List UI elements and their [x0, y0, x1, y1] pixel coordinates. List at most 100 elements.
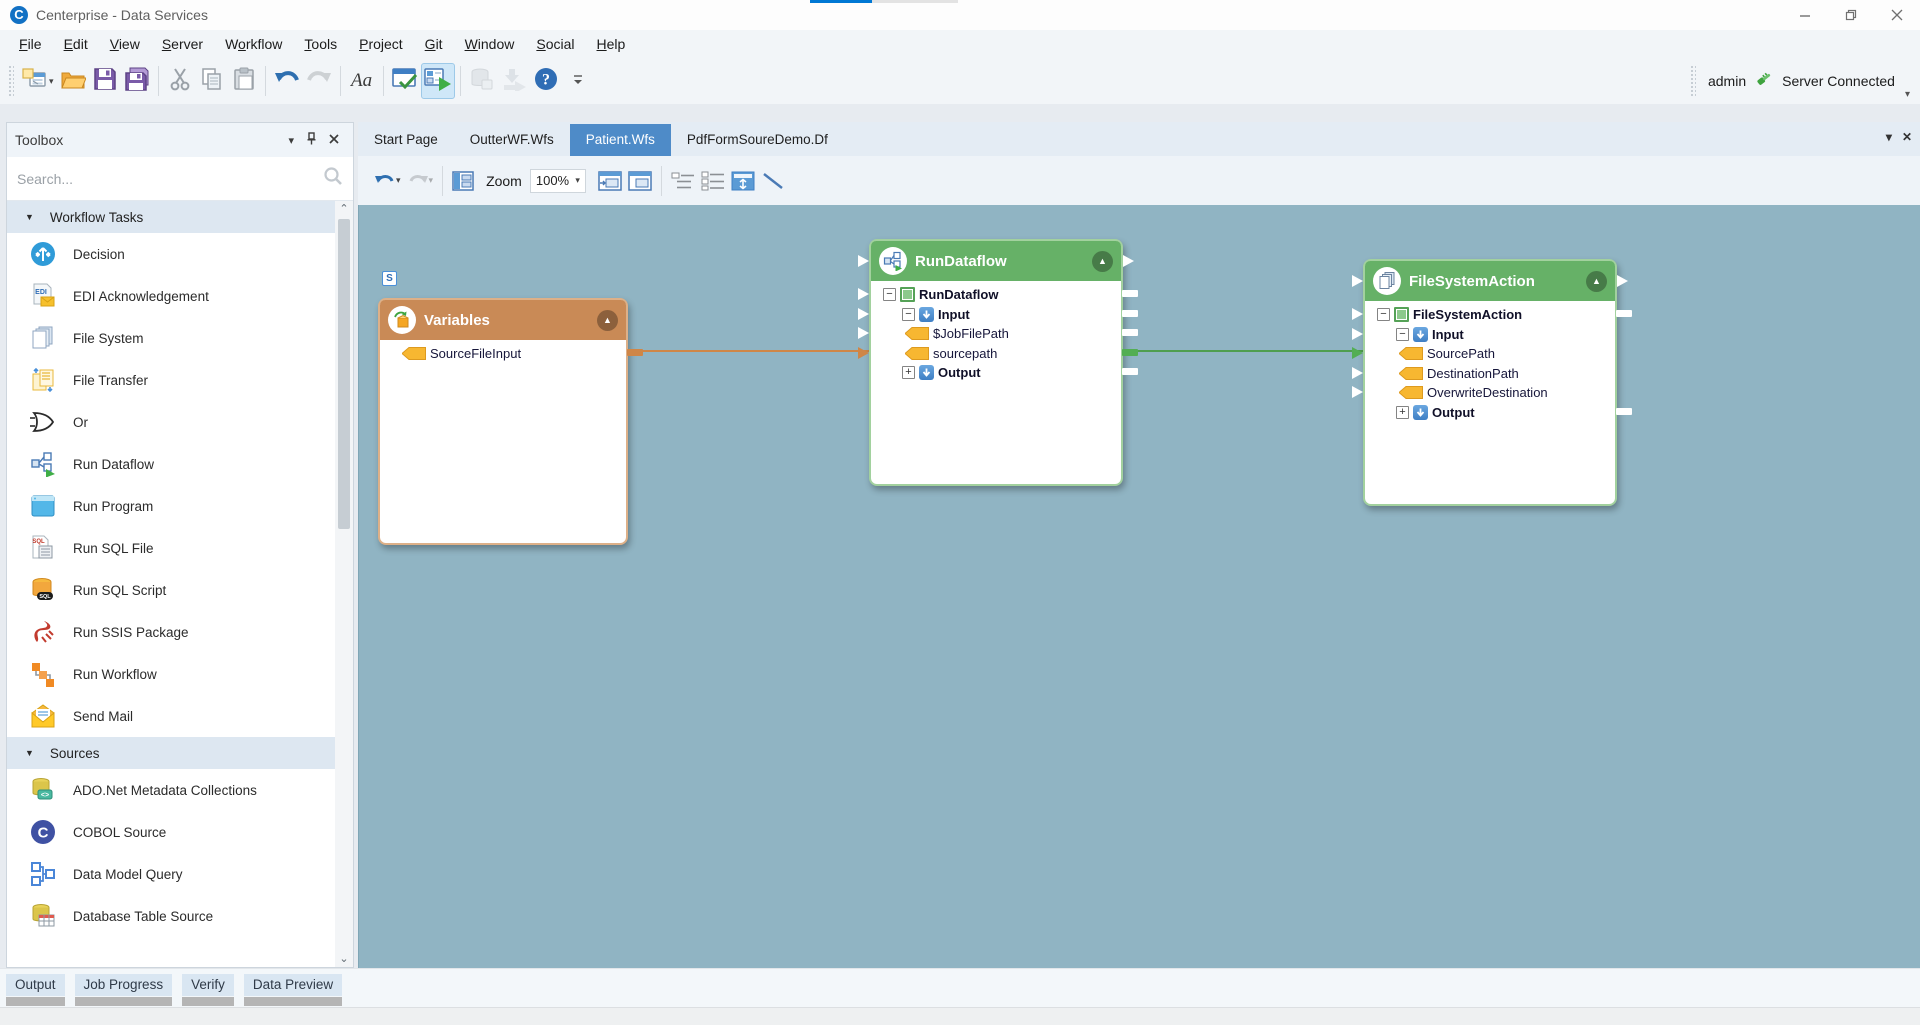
rundataflow-node[interactable]: RunDataflow▲ −RunDataflow−Input$JobFilePa… [869, 239, 1123, 486]
tool-item-run-ssis-package[interactable]: Run SSIS Package [7, 611, 335, 653]
deploy-button[interactable] [498, 63, 530, 99]
close-button[interactable] [1874, 0, 1920, 30]
output-port-green[interactable] [1122, 349, 1138, 356]
menu-tools[interactable]: Tools [293, 32, 348, 56]
tool-item-run-program[interactable]: Run Program [7, 485, 335, 527]
cut-button[interactable] [164, 63, 196, 99]
toolbox-scrollbar[interactable]: ⌃ ⌄ [335, 201, 353, 967]
minimize-button[interactable] [1782, 0, 1828, 30]
toolbar-overflow-button[interactable] [562, 63, 594, 99]
copy-button[interactable] [196, 63, 228, 99]
menu-file[interactable]: File [8, 32, 53, 56]
toolbox-close-icon[interactable] [323, 134, 345, 147]
input-port-white[interactable] [1352, 386, 1363, 398]
collapse-node-icon[interactable]: ▲ [597, 310, 618, 331]
menu-edit[interactable]: Edit [53, 32, 99, 56]
tool-item-run-workflow[interactable]: Run Workflow [7, 653, 335, 695]
tool-item-decision[interactable]: Decision [7, 233, 335, 275]
zoom-select[interactable]: 100% ▾ [530, 169, 586, 193]
output-port-white[interactable] [1122, 290, 1138, 297]
input-port-white[interactable] [1352, 328, 1363, 340]
input-port-white[interactable] [858, 327, 869, 339]
font-button[interactable]: Aa [346, 63, 378, 99]
toolbox-section-sources[interactable]: ▼Sources [7, 737, 335, 769]
bottom-tab-job-progress[interactable]: Job Progress [75, 974, 173, 1006]
menu-social[interactable]: Social [525, 32, 585, 56]
tool-item-cobol-source[interactable]: CCOBOL Source [7, 811, 335, 853]
toolbox-pin-icon[interactable] [300, 132, 323, 148]
collapse-icon[interactable]: − [1377, 308, 1390, 321]
search-input[interactable] [17, 171, 323, 187]
tree-row-rundataflow[interactable]: −RunDataflow [883, 285, 998, 304]
new-button[interactable]: ▾ [18, 63, 57, 99]
collapse-icon[interactable]: − [883, 288, 896, 301]
collapse-all-nodes-button[interactable] [669, 165, 697, 197]
collapse-icon[interactable]: − [1396, 328, 1409, 341]
expand-document-button[interactable] [596, 165, 624, 197]
database-button[interactable] [466, 63, 498, 99]
tool-item-file-system[interactable]: File System [7, 317, 335, 359]
menu-workflow[interactable]: Workflow [214, 32, 293, 56]
tool-item-ado-net-metadata-collections[interactable]: <>ADO.Net Metadata Collections [7, 769, 335, 811]
undo-button[interactable] [271, 63, 303, 99]
tree-row-filesystemaction[interactable]: −FileSystemAction [1377, 305, 1522, 324]
bottom-tab-verify[interactable]: Verify [182, 974, 234, 1006]
tool-item-run-sql-file[interactable]: SQLRun SQL File [7, 527, 335, 569]
tree-row-input[interactable]: −Input [902, 305, 970, 324]
node-header[interactable]: RunDataflow▲ [871, 241, 1121, 281]
toolbox-dropdown-icon[interactable]: ▾ [282, 134, 300, 147]
collapse-icon[interactable]: − [902, 308, 915, 321]
tool-item-data-model-query[interactable]: Data Model Query [7, 853, 335, 895]
tool-item-file-transfer[interactable]: File Transfer [7, 359, 335, 401]
input-port-white[interactable] [1352, 308, 1363, 320]
connection-line-0[interactable] [628, 350, 875, 352]
output-port-white[interactable] [1616, 408, 1632, 415]
tool-item-run-sql-script[interactable]: SQLRun SQL Script [7, 569, 335, 611]
scroll-up-icon[interactable]: ⌃ [339, 201, 348, 217]
tree-row-overwritedestination[interactable]: OverwriteDestination [1399, 383, 1548, 402]
collapse-node-icon[interactable]: ▲ [1586, 271, 1607, 292]
tree-row-jobfilepath[interactable]: $JobFilePath [905, 324, 1009, 343]
menu-help[interactable]: Help [586, 32, 637, 56]
expand-icon[interactable]: + [1396, 406, 1409, 419]
collapse-document-button[interactable] [626, 165, 654, 197]
doc-tab-start-page[interactable]: Start Page [358, 124, 454, 156]
scrollbar-thumb[interactable] [338, 219, 350, 529]
verify-button[interactable] [389, 63, 421, 99]
menu-git[interactable]: Git [414, 32, 454, 56]
header-port-left[interactable] [1352, 275, 1363, 287]
input-port-white[interactable] [858, 308, 869, 320]
tree-row-sourcefileinput[interactable]: SourceFileInput [402, 344, 521, 363]
menu-window[interactable]: Window [454, 32, 526, 56]
scroll-down-icon[interactable]: ⌄ [339, 951, 348, 967]
redo-button[interactable] [303, 63, 335, 99]
tool-item-or[interactable]: Or [7, 401, 335, 443]
help-button[interactable]: ? [530, 63, 562, 99]
toggle-node-headers-button[interactable] [729, 165, 757, 197]
toolbox-section-workflow-tasks[interactable]: ▼Workflow Tasks [7, 201, 335, 233]
restore-button[interactable] [1828, 0, 1874, 30]
node-header[interactable]: FileSystemAction▲ [1365, 261, 1615, 301]
dropdown-caret-icon[interactable]: ▾ [49, 76, 54, 87]
header-port-left[interactable] [858, 255, 869, 267]
output-port-white[interactable] [1122, 310, 1138, 317]
tab-list-dropdown-icon[interactable]: ▾ [1886, 130, 1892, 144]
connection-line-1[interactable] [1121, 350, 1371, 352]
tool-item-database-table-source[interactable]: Database Table Source [7, 895, 335, 937]
output-port-white[interactable] [1122, 368, 1138, 375]
expand-all-nodes-button[interactable] [699, 165, 727, 197]
tree-row-sourcepath[interactable]: sourcepath [905, 344, 997, 363]
variables-node[interactable]: Variables▲ SourceFileInput [378, 298, 628, 545]
canvas-undo-button[interactable]: ▾ [372, 165, 403, 197]
menu-view[interactable]: View [99, 32, 151, 56]
node-header[interactable]: Variables▲ [380, 300, 626, 340]
expand-icon[interactable]: + [902, 366, 915, 379]
input-port-white[interactable] [858, 288, 869, 300]
filesystemaction-node[interactable]: FileSystemAction▲−FileSystemAction−Input… [1363, 259, 1617, 506]
menu-project[interactable]: Project [348, 32, 414, 56]
doc-tab-pdfformsouredemo-df[interactable]: PdfFormSoureDemo.Df [671, 124, 844, 156]
auto-layout-button[interactable] [450, 165, 476, 197]
doc-tab-patient-wfs[interactable]: Patient.Wfs [570, 124, 671, 156]
tree-row-output[interactable]: +Output [902, 363, 981, 382]
tree-row-destinationpath[interactable]: DestinationPath [1399, 364, 1519, 383]
